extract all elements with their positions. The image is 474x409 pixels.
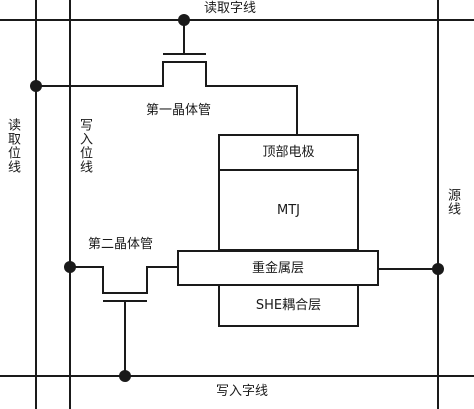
second-transistor-label: 第二晶体管 (88, 237, 154, 252)
write-word-line-label: 写入字线 (216, 384, 269, 399)
junction-read-bit (30, 80, 42, 92)
junction-read-word (178, 14, 190, 26)
read-bit-line-label: 读取位线 (5, 118, 20, 174)
source-line-label: 源线 (445, 188, 460, 216)
write-bit-line-label: 写入位线 (77, 118, 92, 174)
read-word-line-label: 读取字线 (204, 1, 257, 16)
first-transistor-channel (36, 61, 298, 135)
first-transistor-label: 第一晶体管 (146, 103, 212, 118)
top-electrode-box (218, 134, 359, 171)
junction-source (432, 263, 444, 275)
heavy-metal-box (177, 250, 379, 286)
mtj-label: MTJ (277, 202, 300, 218)
top-electrode-label: 顶部电极 (262, 145, 315, 160)
junction-write-word (119, 370, 131, 382)
heavy-metal-label: 重金属层 (251, 260, 304, 276)
second-transistor-channel (70, 266, 178, 294)
she-coupling-label: SHE耦合层 (255, 298, 322, 313)
junction-write-bit (64, 261, 76, 273)
mtj-box (218, 169, 359, 251)
